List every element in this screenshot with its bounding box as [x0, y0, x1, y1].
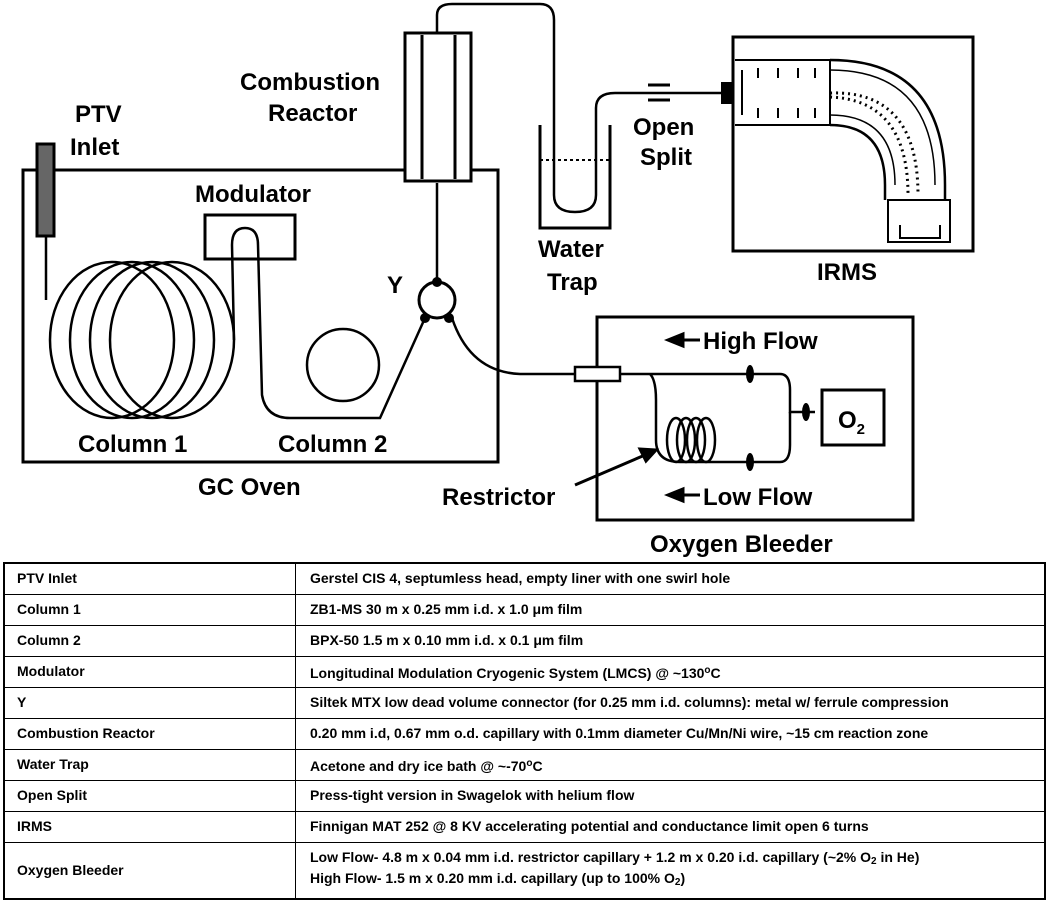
- table-row: Column 1 ZB1-MS 30 m x 0.25 mm i.d. x 1.…: [3, 593, 1046, 626]
- oxygen-bleeder-label: Oxygen Bleeder: [650, 531, 833, 558]
- gc-c-irms-schematic: PTV Inlet Modulator Combustion Reactor Y…: [21, 2, 975, 558]
- table-row: Y Siltek MTX low dead volume connector (…: [3, 686, 1046, 719]
- table-row: Modulator Longitudinal Modulation Cryoge…: [3, 655, 1046, 688]
- y-connector: [417, 280, 457, 320]
- component-cell: Open Split: [3, 779, 296, 812]
- spec-cell: Press-tight version in Swagelok with hel…: [295, 779, 1046, 812]
- column1-coil: [48, 260, 236, 420]
- reactor-to-water-trap: [435, 2, 722, 214]
- restrictor-label: Restrictor: [442, 484, 555, 511]
- component-cell: Y: [3, 686, 296, 719]
- column1-to-modulator: [230, 226, 291, 420]
- bleeder-lower-left: [649, 373, 792, 464]
- restrictor-coil: [665, 416, 717, 464]
- ptv-inlet-body: [35, 142, 56, 238]
- open-split: [648, 83, 670, 102]
- oxygen-bleeder-box: [595, 315, 915, 522]
- low-flow-spec: Low Flow- 4.8 m x 0.04 mm i.d. restricto…: [310, 849, 920, 868]
- high-flow-spec: High Flow- 1.5 m x 0.20 mm i.d. capillar…: [310, 870, 686, 889]
- bleeder-upper: [620, 372, 815, 414]
- ptv-inlet-label-2: Inlet: [70, 134, 119, 161]
- spec-cell: BPX-50 1.5 m x 0.10 mm i.d. x 0.1 μm fil…: [295, 624, 1046, 657]
- o2-source-box: [820, 388, 886, 447]
- spec-cell: Low Flow- 4.8 m x 0.04 mm i.d. restricto…: [295, 841, 1046, 900]
- column1-label: Column 1: [78, 431, 187, 458]
- table-row: Water Trap Acetone and dry ice bath @ ~-…: [3, 748, 1046, 781]
- combustion-label-1: Combustion: [240, 69, 380, 96]
- table-row: PTV Inlet Gerstel CIS 4, septumless head…: [3, 562, 1046, 595]
- modulator-box: [203, 213, 297, 261]
- component-cell: Oxygen Bleeder: [3, 841, 296, 900]
- irms-label: IRMS: [817, 259, 877, 286]
- table-row: Oxygen Bleeder Low Flow- 4.8 m x 0.04 mm…: [3, 841, 1046, 900]
- water-trap-label-2: Trap: [547, 269, 598, 296]
- column2-label: Column 2: [278, 431, 387, 458]
- table-row: IRMS Finnigan MAT 252 @ 8 KV acceleratin…: [3, 810, 1046, 843]
- open-split-label-2: Split: [640, 144, 692, 171]
- component-cell: Column 1: [3, 593, 296, 626]
- column2-to-y: [290, 317, 427, 420]
- combustion-label-2: Reactor: [268, 100, 357, 127]
- water-trap: [538, 125, 612, 230]
- component-spec-table: PTV Inlet Gerstel CIS 4, septumless head…: [3, 562, 1046, 900]
- spec-cell: Siltek MTX low dead volume connector (fo…: [295, 686, 1046, 719]
- spec-cell: 0.20 mm i.d, 0.67 mm o.d. capillary with…: [295, 717, 1046, 750]
- component-cell: Water Trap: [3, 748, 296, 781]
- modulator-label: Modulator: [195, 181, 311, 208]
- y-label: Y: [387, 272, 403, 299]
- o2-label: O2: [838, 407, 865, 438]
- restrictor-arrow: [574, 447, 660, 487]
- high-flow-label: High Flow: [703, 328, 818, 355]
- bleeder-valves: [746, 365, 810, 471]
- component-cell: PTV Inlet: [3, 562, 296, 595]
- water-trap-label-1: Water: [538, 236, 604, 263]
- gc-oven-label: GC Oven: [198, 474, 301, 501]
- component-cell: Column 2: [3, 624, 296, 657]
- y-to-bleeder: [450, 317, 575, 376]
- spec-cell: Longitudinal Modulation Cryogenic System…: [295, 655, 1046, 688]
- high-flow-arrow: [663, 331, 700, 349]
- component-cell: Combustion Reactor: [3, 717, 296, 750]
- spec-cell: Finnigan MAT 252 @ 8 KV accelerating pot…: [295, 810, 1046, 843]
- column2-coil: [305, 327, 381, 403]
- table-row: Combustion Reactor 0.20 mm i.d, 0.67 mm …: [3, 717, 1046, 750]
- irms-box: [721, 35, 975, 253]
- gc-oven-box: [21, 168, 500, 464]
- table-row: Column 2 BPX-50 1.5 m x 0.10 mm i.d. x 0…: [3, 624, 1046, 657]
- spec-cell: Acetone and dry ice bath @ ~-70oC: [295, 748, 1046, 781]
- component-cell: Modulator: [3, 655, 296, 688]
- table-row: Open Split Press-tight version in Swagel…: [3, 779, 1046, 812]
- bleeder-tee: [573, 365, 622, 383]
- ptv-inlet-label-1: PTV: [75, 101, 122, 128]
- low-flow-arrow: [663, 486, 700, 504]
- spec-cell: ZB1-MS 30 m x 0.25 mm i.d. x 1.0 μm film: [295, 593, 1046, 626]
- spec-cell: Gerstel CIS 4, septumless head, empty li…: [295, 562, 1046, 595]
- low-flow-label: Low Flow: [703, 484, 813, 511]
- combustion-reactor-box: [403, 31, 473, 183]
- open-split-label-1: Open: [633, 114, 694, 141]
- component-cell: IRMS: [3, 810, 296, 843]
